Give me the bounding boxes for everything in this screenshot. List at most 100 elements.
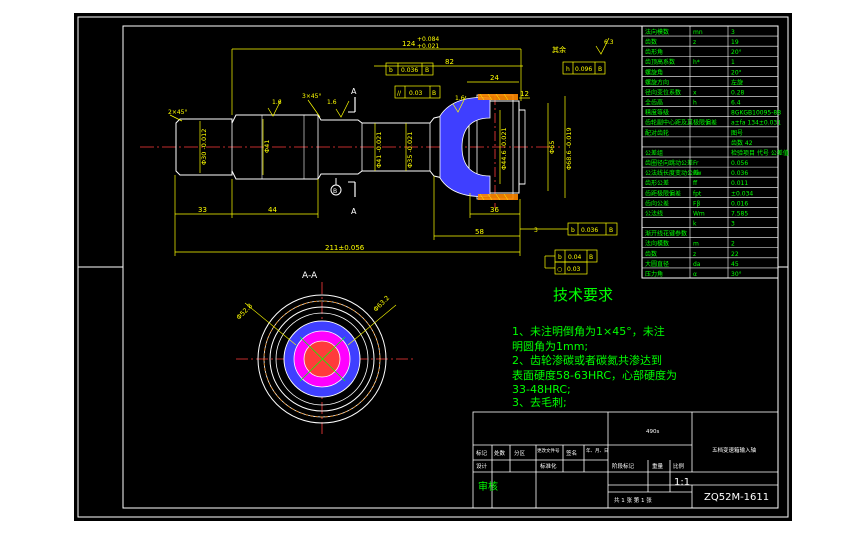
svg-text:A: A xyxy=(351,87,357,96)
dim-124: 124 xyxy=(402,40,416,48)
param-val: 0.016 xyxy=(731,200,748,207)
param-val: 22 xyxy=(731,251,739,258)
title-block xyxy=(472,411,779,509)
param-sym: z xyxy=(693,251,696,258)
svg-text:签名: 签名 xyxy=(566,449,577,457)
part-name: 五档变速箱输入轴 xyxy=(712,446,757,454)
svg-text:3×45°: 3×45° xyxy=(302,93,321,100)
param-name: 径向变位系数 xyxy=(645,88,681,96)
section-view-a-a xyxy=(236,282,414,434)
svg-text:Φ44.6 -0.021: Φ44.6 -0.021 xyxy=(500,127,508,170)
svg-text:b: b xyxy=(389,67,393,74)
param-name: 齿形公差 xyxy=(645,179,669,187)
svg-text:分区: 分区 xyxy=(514,449,526,457)
param-sym: z xyxy=(693,39,696,46)
svg-text:比例: 比例 xyxy=(673,462,685,470)
param-val: 0.011 xyxy=(731,180,748,187)
param-name: 全齿高 xyxy=(645,99,663,107)
param-val: 1 xyxy=(731,59,735,66)
svg-text:明圆角为1mm;: 明圆角为1mm; xyxy=(512,340,588,353)
param-name: 齿向公差 xyxy=(645,199,669,207)
param-name: 精度等级 xyxy=(645,109,669,117)
svg-text:B: B xyxy=(333,188,337,195)
svg-text:0.03: 0.03 xyxy=(409,90,423,97)
param-sym: h* xyxy=(693,59,700,66)
param-val: 检验项目 代号 公差值 xyxy=(731,149,789,157)
svg-text:1.6: 1.6 xyxy=(455,95,465,102)
svg-text:58: 58 xyxy=(475,228,484,236)
param-sym: Wm xyxy=(693,210,705,217)
svg-text:Φ68.6 -0.019: Φ68.6 -0.019 xyxy=(565,127,573,170)
param-name: 渐开线花键参数 xyxy=(645,230,687,238)
svg-text:Φ65: Φ65 xyxy=(548,141,556,154)
svg-text:2、齿轮渗碳或者碳氮共渗达到: 2、齿轮渗碳或者碳氮共渗达到 xyxy=(512,353,662,367)
param-val: 3 xyxy=(731,29,735,36)
param-sym: x xyxy=(693,89,697,96)
svg-text:○: ○ xyxy=(557,266,562,273)
param-name: 公法线 xyxy=(645,209,663,217)
param-name: 公差组 xyxy=(645,149,663,157)
param-val: 8GKGB10095-88 xyxy=(731,110,781,117)
param-val: ±0.034 xyxy=(731,190,753,197)
svg-text:+0.084: +0.084 xyxy=(417,36,439,43)
svg-text:b: b xyxy=(558,254,562,261)
svg-text:审核: 审核 xyxy=(478,480,498,493)
param-val: 19 xyxy=(731,39,739,46)
svg-text:1、未注明倒角为1×45°，未注: 1、未注明倒角为1×45°，未注 xyxy=(512,324,665,338)
svg-text:0.036: 0.036 xyxy=(581,227,598,234)
param-sym: k xyxy=(693,221,697,228)
dimension-lines xyxy=(169,37,618,275)
svg-text:B: B xyxy=(609,227,613,234)
param-name: 齿顶高系数 xyxy=(645,58,675,66)
param-name: 法向模数 xyxy=(645,28,669,36)
shaft-main-view xyxy=(140,93,560,208)
param-name: 螺旋角 xyxy=(645,68,663,76)
param-val: 3 xyxy=(731,221,735,228)
param-sym: Fw xyxy=(693,170,701,177)
param-val: 齿数 42 xyxy=(731,139,753,147)
param-name: 齿形角 xyxy=(645,48,663,56)
svg-text:0.03: 0.03 xyxy=(567,266,581,273)
param-val: 20° xyxy=(731,49,742,56)
svg-text:其余: 其余 xyxy=(552,45,566,54)
svg-text:6.3: 6.3 xyxy=(604,39,614,46)
param-name: 齿数 xyxy=(645,250,657,258)
svg-text:1.6: 1.6 xyxy=(327,99,337,106)
svg-text:Φ30 -0.012: Φ30 -0.012 xyxy=(200,129,208,165)
svg-text:0.036: 0.036 xyxy=(401,67,418,74)
param-val: 0.28 xyxy=(731,89,745,96)
svg-text:24: 24 xyxy=(490,74,499,82)
section-label: A-A xyxy=(302,271,318,281)
svg-text:3: 3 xyxy=(534,227,538,234)
param-sym: Fβ xyxy=(693,200,700,207)
svg-text:更改文件号: 更改文件号 xyxy=(537,447,560,454)
svg-text:33-48HRC;: 33-48HRC; xyxy=(512,383,571,396)
svg-text:表面硬度58-63HRC，心部硬度为: 表面硬度58-63HRC，心部硬度为 xyxy=(512,368,677,382)
param-name: 压力角 xyxy=(645,270,663,278)
svg-text:重量: 重量 xyxy=(652,462,664,470)
param-sym: Fr xyxy=(693,160,699,167)
param-val: 45 xyxy=(731,261,739,268)
svg-text:B: B xyxy=(425,67,429,74)
svg-text:B: B xyxy=(432,90,436,97)
param-val: 左旋 xyxy=(731,78,743,86)
svg-text:82: 82 xyxy=(445,58,454,66)
param-name: 齿数 xyxy=(645,38,657,46)
param-val: 图号 xyxy=(731,130,743,137)
param-sym: h xyxy=(693,100,697,107)
section-hatch xyxy=(439,97,491,197)
param-sym: fpt xyxy=(693,190,702,197)
svg-text:B: B xyxy=(598,66,602,73)
svg-text:3、去毛刺;: 3、去毛刺; xyxy=(512,396,567,409)
svg-text:490s: 490s xyxy=(646,429,659,435)
drawing-number: ZQ52M-1611 xyxy=(704,492,769,503)
svg-text:0.04: 0.04 xyxy=(568,254,582,261)
svg-text:年、月、日: 年、月、日 xyxy=(586,447,609,454)
svg-text:+0.021: +0.021 xyxy=(417,43,439,50)
param-val: 2 xyxy=(731,241,735,248)
param-sym: α xyxy=(693,271,697,278)
svg-text://: // xyxy=(397,90,402,97)
